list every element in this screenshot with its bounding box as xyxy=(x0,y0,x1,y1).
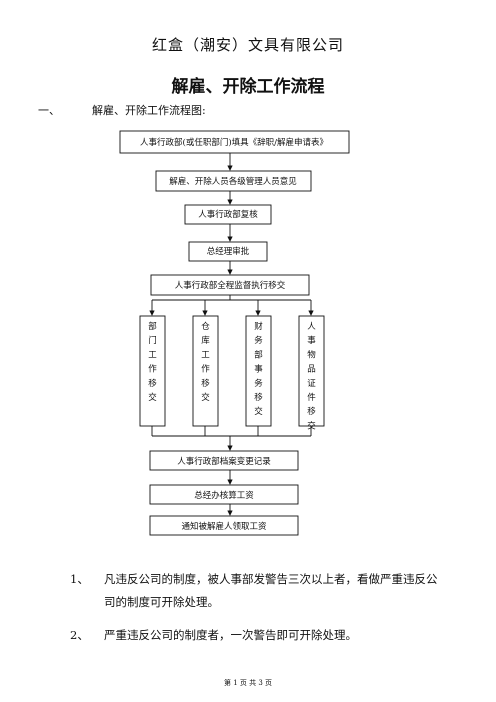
flow-branch-text: 人事物品证件移交 xyxy=(307,322,316,431)
flow-step-4-label: 总经理审批 xyxy=(207,246,250,257)
flow-step-6-box xyxy=(149,450,299,471)
flow-branch-text: 部门工作移交 xyxy=(148,321,157,403)
section-heading-text: 解雇、开除工作流程图: xyxy=(92,104,206,117)
rule-2-index: 2、 xyxy=(70,628,89,642)
flow-step-3-box xyxy=(184,204,272,225)
flow-branch-1-box xyxy=(139,315,166,427)
flow-branch-text: 仓库工作移交 xyxy=(201,321,210,403)
flow-step-1-label: 人事行政部(或任职部门)填具《辞职/解雇申请表》 xyxy=(140,137,328,148)
flow-step-6-label: 人事行政部档案变更记录 xyxy=(177,456,271,467)
flow-branch-text: 财务部事务移交 xyxy=(254,321,263,417)
flow-step-4-box xyxy=(188,241,268,262)
flow-branch-4-label: 人事物品证件移交 xyxy=(307,322,316,431)
flow-step-8-box xyxy=(149,515,299,536)
flow-branch-2-box xyxy=(192,315,219,427)
rule-item-2: 2、 严重违反公司的制度者，一次警告即可开除处理。 xyxy=(70,624,460,646)
flow-branch-3-label: 财务部事务移交 xyxy=(254,321,263,417)
rule-1-text: 凡违反公司的制度，被人事部发警告三次以上者，看做严重违反公 xyxy=(104,572,438,586)
section-number: 一、 xyxy=(38,104,60,117)
page-footer: 第 1 页 共 3 页 xyxy=(223,679,273,687)
flow-step-7-box xyxy=(149,484,299,505)
flow-step-8-label: 通知被解雇人领取工资 xyxy=(181,521,267,532)
flow-step-3-label: 人事行政部复核 xyxy=(198,209,258,220)
flow-step-7-label: 总经办核算工资 xyxy=(194,490,254,501)
flow-branch-1-label: 部门工作移交 xyxy=(148,321,157,403)
flow-step-2-box xyxy=(155,170,312,192)
flow-step-5-label: 人事行政部全程监督执行移交 xyxy=(175,280,286,291)
company-name: 红盒（潮安）文具有限公司 xyxy=(151,36,344,54)
rule-item-1: 1、 凡违反公司的制度，被人事部发警告三次以上者，看做严重违反公 xyxy=(70,568,460,590)
rule-2-text: 严重违反公司的制度者，一次警告即可开除处理。 xyxy=(104,628,357,642)
flow-step-1-box xyxy=(119,130,350,154)
flow-branch-3-box xyxy=(245,315,272,427)
section-heading: 一、 解雇、开除工作流程图: xyxy=(38,102,206,118)
document-title: 解雇、开除工作流程 xyxy=(171,77,325,97)
rule-1-index: 1、 xyxy=(70,572,89,586)
rule-1-continuation: 司的制度可开除处理。 xyxy=(104,595,219,609)
flow-branch-2-label: 仓库工作移交 xyxy=(201,321,210,403)
flow-branch-4-box xyxy=(298,315,325,427)
flow-step-2-label: 解雇、开除人员各级管理人员意见 xyxy=(169,176,297,187)
